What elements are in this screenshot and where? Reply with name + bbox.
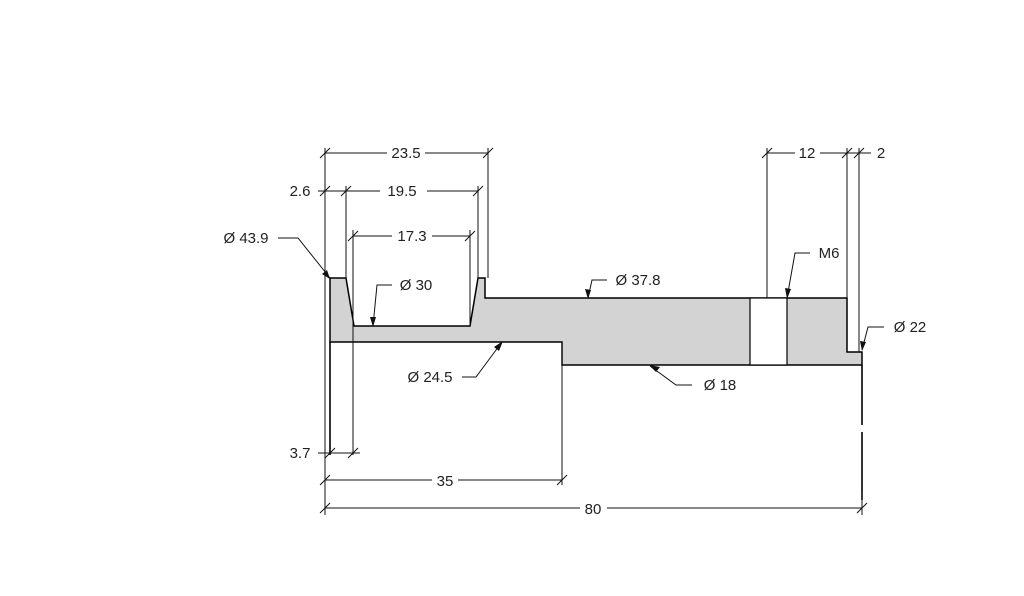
label-d-37-8: Ø 37.8 (615, 272, 660, 289)
leader-d-43-9: Ø 43.9 (223, 230, 331, 279)
label-d-43-9: Ø 43.9 (223, 230, 268, 247)
dim-80: 80 (319, 501, 868, 518)
label-m6: M6 (819, 245, 840, 262)
label-23-5: 23.5 (391, 145, 420, 162)
dim-12-and-2: 12 2 (761, 145, 885, 162)
leader-d-24-5: Ø 24.5 (407, 341, 503, 386)
dim-3-7: 3.7 (290, 445, 360, 462)
leader-m6: M6 (785, 245, 839, 299)
label-12: 12 (799, 145, 816, 162)
extension-lines (324, 148, 863, 515)
leader-d-30: Ø 30 (370, 277, 432, 327)
label-d-18: Ø 18 (704, 377, 737, 394)
leader-d-22: Ø 22 (860, 319, 926, 351)
label-d-30: Ø 30 (400, 277, 433, 294)
label-d-24-5: Ø 24.5 (407, 369, 452, 386)
leader-d-18: Ø 18 (649, 365, 736, 394)
dim-2-6-and-19-5: 2.6 19.5 (290, 183, 484, 200)
label-2: 2 (877, 145, 885, 162)
label-19-5: 19.5 (387, 183, 416, 200)
leader-d-37-8: Ø 37.8 (585, 272, 661, 299)
label-17-3: 17.3 (397, 228, 426, 245)
dim-23-5: 23.5 (319, 145, 494, 162)
label-3-7: 3.7 (290, 445, 311, 462)
label-2-6: 2.6 (290, 183, 311, 200)
part-profile (329, 277, 863, 500)
label-d-22: Ø 22 (894, 319, 927, 336)
label-35: 35 (437, 473, 454, 490)
m6-thread-hole (749, 297, 788, 366)
dim-17-3: 17.3 (347, 228, 476, 245)
dim-35: 35 (319, 473, 568, 490)
label-80: 80 (585, 501, 602, 518)
